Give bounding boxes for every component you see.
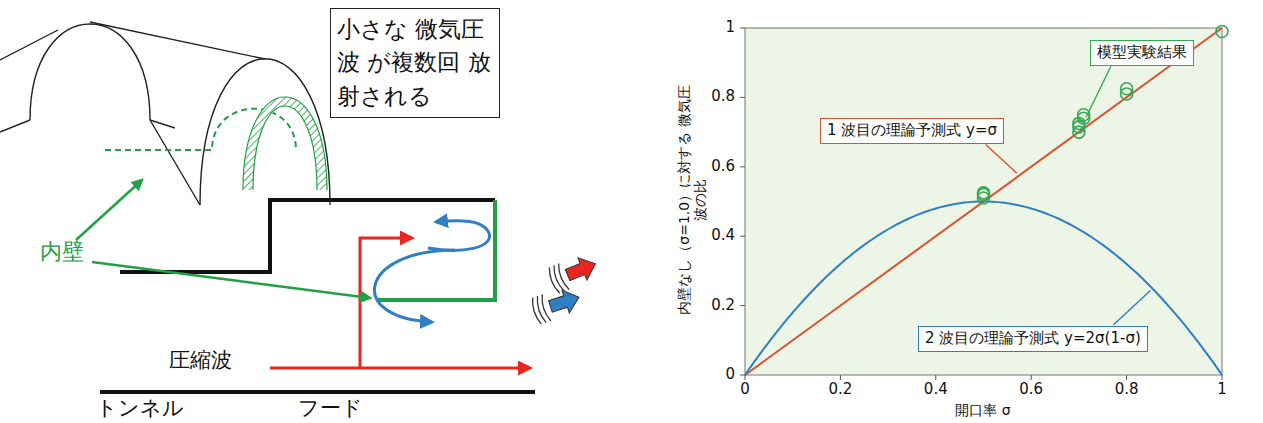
axis-title: 内壁なし（σ=1.0）に対する 微気圧波の比 — [676, 85, 708, 315]
data-point — [1216, 25, 1228, 37]
tick-mark — [740, 236, 745, 237]
data-point — [1121, 83, 1133, 95]
tick-mark — [740, 28, 745, 29]
radiated-wave — [530, 251, 601, 325]
tick-mark — [1031, 375, 1032, 380]
y-tick-label: 0.6 — [711, 158, 735, 175]
leader-line — [1113, 291, 1150, 325]
inner-wall-ring-edge — [243, 97, 327, 190]
hood-wall — [120, 200, 495, 272]
legend-label-box: 2 波目の理論予測式 y=2σ(1-σ) — [918, 326, 1148, 352]
leader-lines — [986, 67, 1151, 326]
data-point — [978, 187, 990, 199]
box-text: 模型実験結果 — [1097, 43, 1187, 63]
y-tick-label: 0.4 — [711, 228, 735, 245]
legend-label-box: 1 波目の理論予測式 y=σ — [820, 118, 1004, 144]
x-tick-label: 0.6 — [1019, 381, 1043, 398]
leader-line — [1086, 67, 1111, 118]
leader-line — [92, 262, 370, 298]
reflect-arrow — [428, 221, 490, 251]
tick-mark — [740, 305, 745, 306]
tick-mark — [740, 375, 745, 376]
chart — [740, 25, 1228, 380]
tick-mark — [935, 375, 936, 380]
x-tick-label: 0.2 — [828, 381, 852, 398]
leader-line — [986, 145, 1017, 174]
tick-mark — [840, 375, 841, 380]
part-label: トンネル — [96, 396, 184, 420]
tick-mark — [740, 166, 745, 167]
part-label: 内壁 — [40, 239, 84, 264]
x-tick-label: 0.8 — [1115, 381, 1139, 398]
plot-area — [745, 28, 1222, 375]
axis-title: 開口率 σ — [955, 402, 1010, 418]
y-tick-label: 1 — [725, 19, 735, 36]
theory-line-1 — [745, 28, 1222, 375]
box-text: 小さな 微気圧波 が複数回 放射される — [337, 13, 493, 113]
y-tick-label: 0.8 — [711, 89, 735, 106]
x-tick-label: 0.4 — [924, 381, 948, 398]
y-tick-label: 0 — [725, 366, 735, 383]
part-label: フード — [298, 396, 363, 420]
y-tick-label: 0.2 — [711, 297, 735, 314]
x-tick-label: 1 — [1217, 381, 1227, 398]
leader-line — [76, 180, 142, 240]
legend-label-box: 模型実験結果 — [1090, 40, 1194, 66]
theory-curve-2 — [745, 202, 1222, 376]
part-label: 圧縮波 — [169, 348, 232, 372]
wave-arrow — [270, 367, 530, 370]
tunnel-floor — [100, 390, 535, 394]
tick-mark — [1222, 375, 1223, 380]
box-text: 2 波目の理論予測式 y=2σ(1-σ) — [925, 329, 1141, 349]
tick-mark — [740, 97, 745, 98]
tick-mark — [1126, 375, 1127, 380]
tunnel-sketch — [0, 22, 330, 205]
x-tick-label: 0 — [740, 381, 750, 398]
reflect-arrow — [375, 250, 455, 322]
callout-box: 小さな 微気圧波 が複数回 放射される — [330, 8, 500, 118]
tick-mark — [745, 375, 746, 380]
box-text: 1 波目の理論予測式 y=σ — [827, 121, 997, 141]
